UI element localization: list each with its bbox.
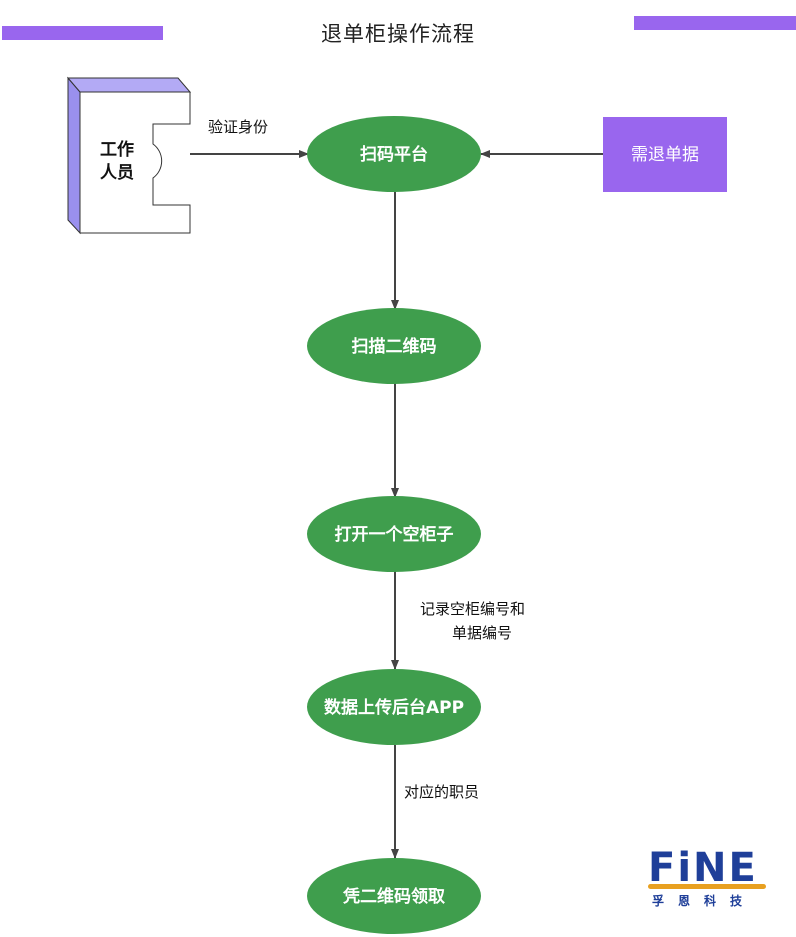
source-label: 需退单据 bbox=[631, 145, 699, 165]
node-open-locker: 打开一个空柜子 bbox=[307, 496, 481, 572]
node-label: 打开一个空柜子 bbox=[335, 524, 454, 545]
edge-label-record-line2: 单据编号 bbox=[452, 624, 512, 642]
actor-staff-shape: 工作 人员 bbox=[66, 76, 192, 235]
logo-swoosh bbox=[648, 884, 766, 889]
node-scan-qrcode: 扫描二维码 bbox=[307, 308, 481, 384]
company-logo: FiNE 孚恩科技 bbox=[648, 846, 772, 912]
node-upload-data: 数据上传后台APP bbox=[307, 669, 481, 745]
node-label: 数据上传后台APP bbox=[324, 697, 464, 718]
edge-label-verify: 验证身份 bbox=[208, 118, 268, 136]
node-label: 凭二维码领取 bbox=[342, 886, 445, 907]
decorative-bar-right bbox=[634, 16, 796, 30]
node-label: 扫描二维码 bbox=[352, 336, 437, 357]
diagram-title: 退单柜操作流程 bbox=[321, 22, 475, 46]
node-label: 扫码平台 bbox=[360, 144, 428, 165]
node-scan-platform: 扫码平台 bbox=[307, 116, 481, 192]
node-collect-with-qr: 凭二维码领取 bbox=[307, 858, 481, 934]
actor-label-line2: 人员 bbox=[100, 163, 134, 183]
edge-label-record-line1: 记录空柜编号和 bbox=[420, 600, 525, 618]
logo-wordmark: FiNE bbox=[648, 845, 758, 891]
source-documents-box: 需退单据 bbox=[603, 117, 727, 192]
logo-subtitle: 孚恩科技 bbox=[652, 894, 757, 908]
actor-label-line1: 工作 bbox=[100, 139, 134, 160]
decorative-bar-left bbox=[2, 26, 163, 40]
edge-label-staff: 对应的职员 bbox=[404, 783, 479, 801]
